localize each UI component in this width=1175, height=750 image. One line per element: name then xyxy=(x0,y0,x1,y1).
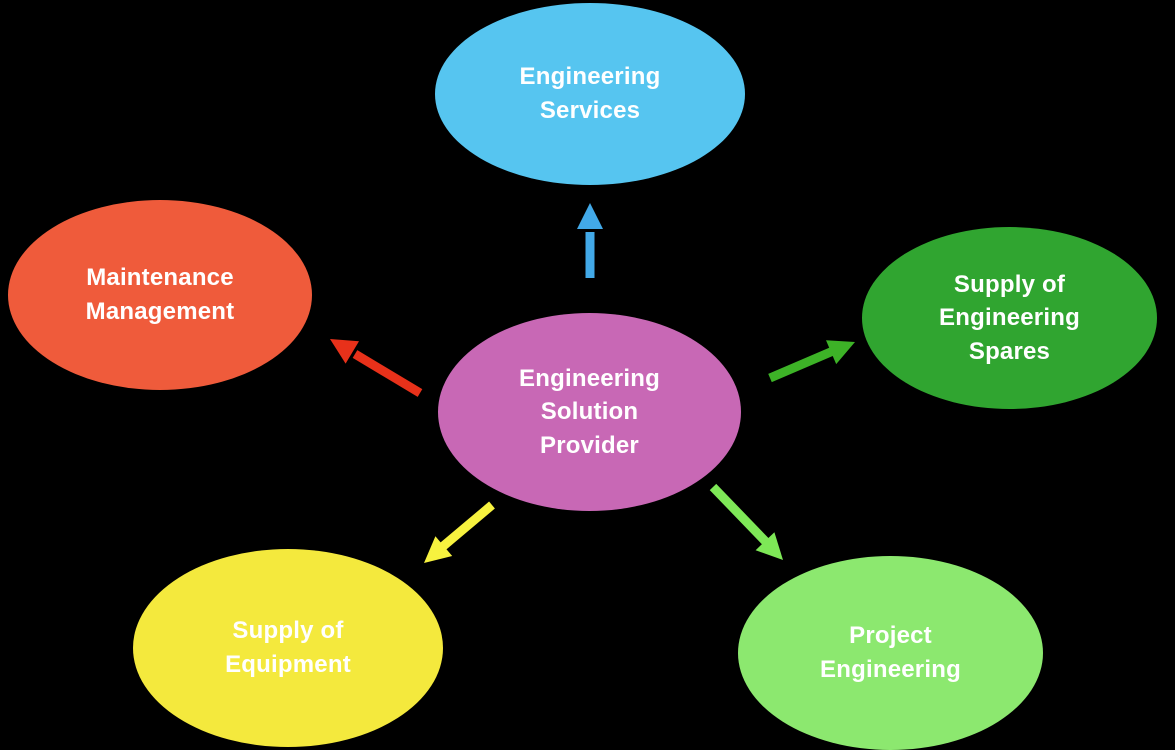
node-supply-of-equipment: Supply of Equipment xyxy=(133,549,443,747)
node-engineering-services-label: Engineering Services xyxy=(519,63,661,124)
node-project-engineering-label: Project Engineering xyxy=(820,622,961,683)
node-supply-of-equipment-label: Supply of Equipment xyxy=(225,617,351,678)
down-right-arrow xyxy=(709,483,783,560)
node-maintenance-management: Maintenance Management xyxy=(8,200,312,390)
up-arrow xyxy=(577,203,603,278)
node-supply-of-engineering-spares: Supply of Engineering Spares xyxy=(862,227,1157,409)
node-supply-of-engineering-spares-label: Supply of Engineering Spares xyxy=(939,270,1080,365)
node-engineering-solution-provider-label: Engineering Solution Provider xyxy=(519,364,660,459)
node-engineering-services: Engineering Services xyxy=(435,3,745,185)
left-arrow xyxy=(330,339,423,397)
down-left-arrow xyxy=(424,501,495,563)
node-engineering-solution-provider: Engineering Solution Provider xyxy=(438,313,741,511)
node-maintenance-management-label: Maintenance Management xyxy=(85,264,235,325)
node-project-engineering: Project Engineering xyxy=(738,556,1043,750)
right-arrow xyxy=(768,340,855,383)
